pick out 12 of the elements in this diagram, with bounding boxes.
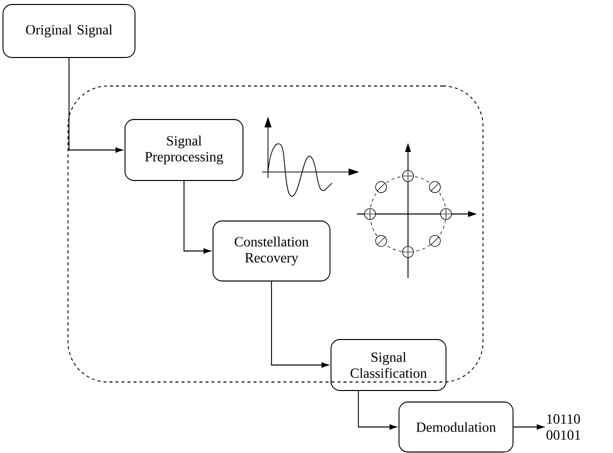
process-box: Constellation Recovery — [212, 220, 330, 282]
arrow — [358, 390, 397, 430]
arrow — [513, 424, 544, 430]
process-box: Original Signal — [2, 4, 136, 58]
arrow — [271, 281, 329, 368]
dashed-region — [68, 86, 484, 382]
output-bits: 10110 00101 — [546, 414, 580, 440]
process-box: Signal Preprocessing — [124, 119, 244, 181]
process-box: Signal Classification — [330, 339, 446, 391]
arrow — [184, 180, 211, 254]
arrow — [68, 58, 123, 153]
process-box: Demodulation — [398, 402, 514, 452]
